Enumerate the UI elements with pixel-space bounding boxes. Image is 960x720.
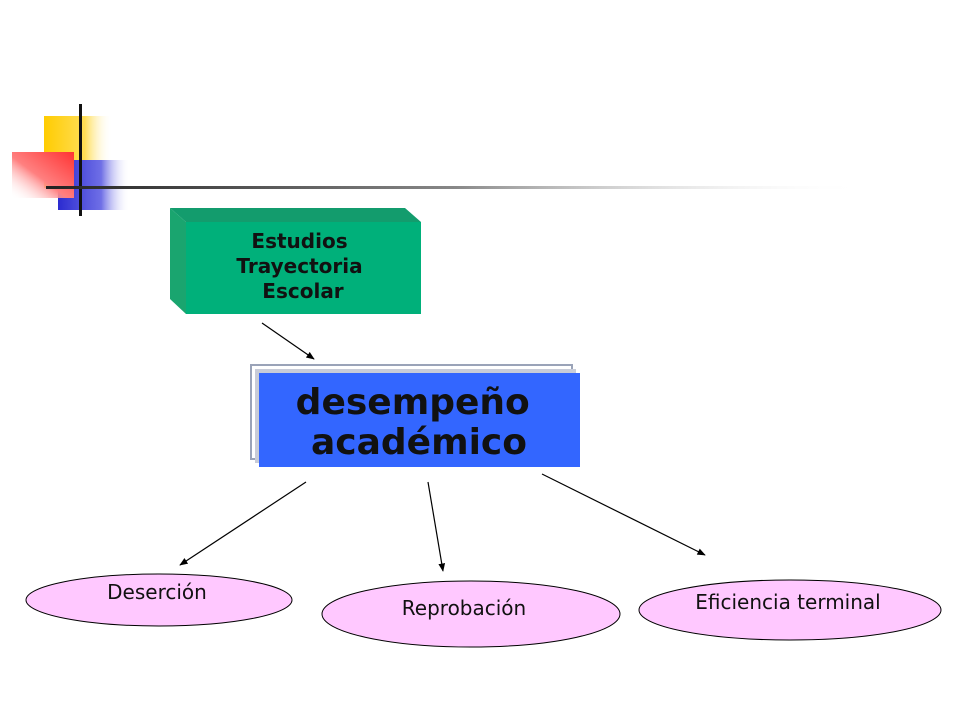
- top-box-side-face: [170, 208, 186, 314]
- outcome-reprobacion: Reprobación: [321, 580, 621, 648]
- arrow-top-to-main: [261, 322, 315, 360]
- outcome-desercion-ellipse: [25, 573, 293, 627]
- outcome-eficiencia-label: Eficiencia terminal: [695, 590, 880, 614]
- arrow-main-to-reprobacion: [427, 481, 446, 572]
- connector-arrows: [179, 322, 706, 572]
- top-box-line-2: Trayectoria: [236, 254, 362, 278]
- decorative-corner-ornament: [12, 104, 866, 216]
- main-box-line-2: académico: [311, 422, 527, 463]
- outcome-eficiencia-ellipse: [638, 579, 942, 641]
- outcome-desercion: Deserción: [25, 573, 293, 627]
- outcome-eficiencia-terminal: Eficiencia terminal: [638, 579, 942, 641]
- top-box-front-face: [186, 222, 421, 314]
- outcome-reprobacion-label: Reprobación: [402, 596, 526, 620]
- deco-red-square: [12, 152, 74, 198]
- main-box: desempeño académico: [250, 364, 580, 467]
- outcome-reprobacion-ellipse: [321, 580, 621, 648]
- arrow-main-to-eficiencia: [541, 473, 706, 556]
- main-box-line-1: desempeño: [296, 382, 530, 423]
- svg-text:desempeño académico: desempeño académico: [296, 382, 543, 463]
- top-box-line-1: Estudios: [251, 229, 347, 253]
- svg-text:Estudios Trayectoria: Estudios Trayectoria Escolar: [236, 229, 369, 303]
- top-box-top-face: [170, 208, 421, 222]
- top-box-line-3: Escolar: [262, 279, 344, 303]
- arrow-main-to-desercion: [179, 481, 307, 566]
- top-box: Estudios Trayectoria Escolar: [170, 208, 421, 314]
- deco-horizontal-line: [46, 186, 866, 189]
- outcome-desercion-label: Deserción: [107, 580, 207, 604]
- deco-vertical-line: [79, 104, 82, 216]
- main-box-front: [259, 373, 580, 467]
